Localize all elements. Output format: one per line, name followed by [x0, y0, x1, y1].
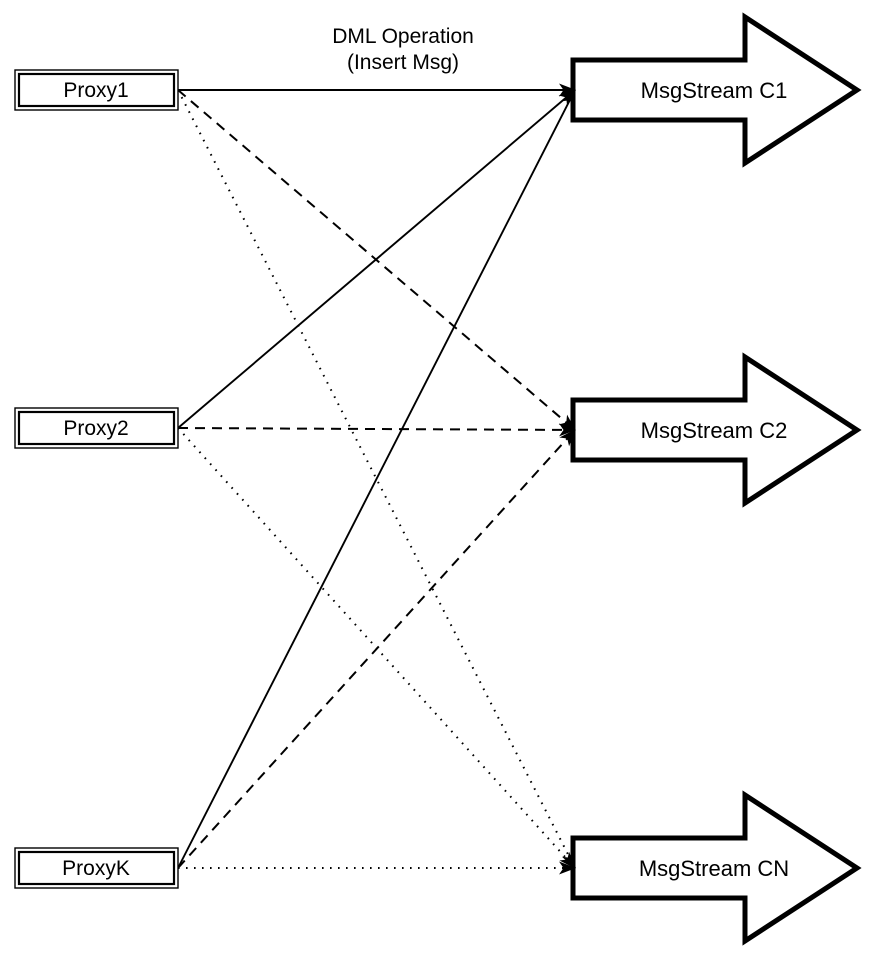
- edge-label-line2: (Insert Msg): [347, 51, 459, 74]
- proxyk-box-inner: [17, 850, 176, 886]
- proxy-node-2: Proxy2: [14, 407, 179, 449]
- proxy1-box-inner: [17, 72, 176, 108]
- edge-proxy1-to-msgstream-c2: [177, 89, 576, 431]
- edge-proxy1-to-msgstream-cn: [177, 89, 576, 869]
- msgstream-c2-label: MsgStream C2: [641, 418, 788, 443]
- msgstream-c1-label: MsgStream C1: [641, 78, 788, 103]
- msgstream-cn-label: MsgStream CN: [639, 856, 789, 881]
- proxyk-label: ProxyK: [62, 857, 130, 880]
- msgstream-node-c1: MsgStream C1: [570, 12, 862, 168]
- proxy1-label: Proxy1: [63, 79, 128, 102]
- block-arrow-shape-cn: [570, 790, 862, 946]
- edge-layer: [177, 83, 576, 875]
- proxy2-box-inner: [17, 410, 176, 446]
- proxy2-label: Proxy2: [63, 417, 128, 440]
- edge-label-line1: DML Operation: [332, 25, 474, 48]
- block-arrow-shape-c1: [570, 12, 862, 168]
- msgstream-node-cn: MsgStream CN: [570, 790, 862, 946]
- block-arrow-shape-c2: [570, 352, 862, 508]
- edge-proxy2-to-msgstream-cn: [177, 427, 576, 869]
- msgstream-node-c2: MsgStream C2: [570, 352, 862, 508]
- proxy-node-k: ProxyK: [14, 847, 179, 889]
- proxy-node-1: Proxy1: [14, 69, 179, 111]
- edge-proxyk-to-msgstream-c1: [177, 89, 576, 869]
- edge-proxy2-to-msgstream-c2: [177, 423, 576, 437]
